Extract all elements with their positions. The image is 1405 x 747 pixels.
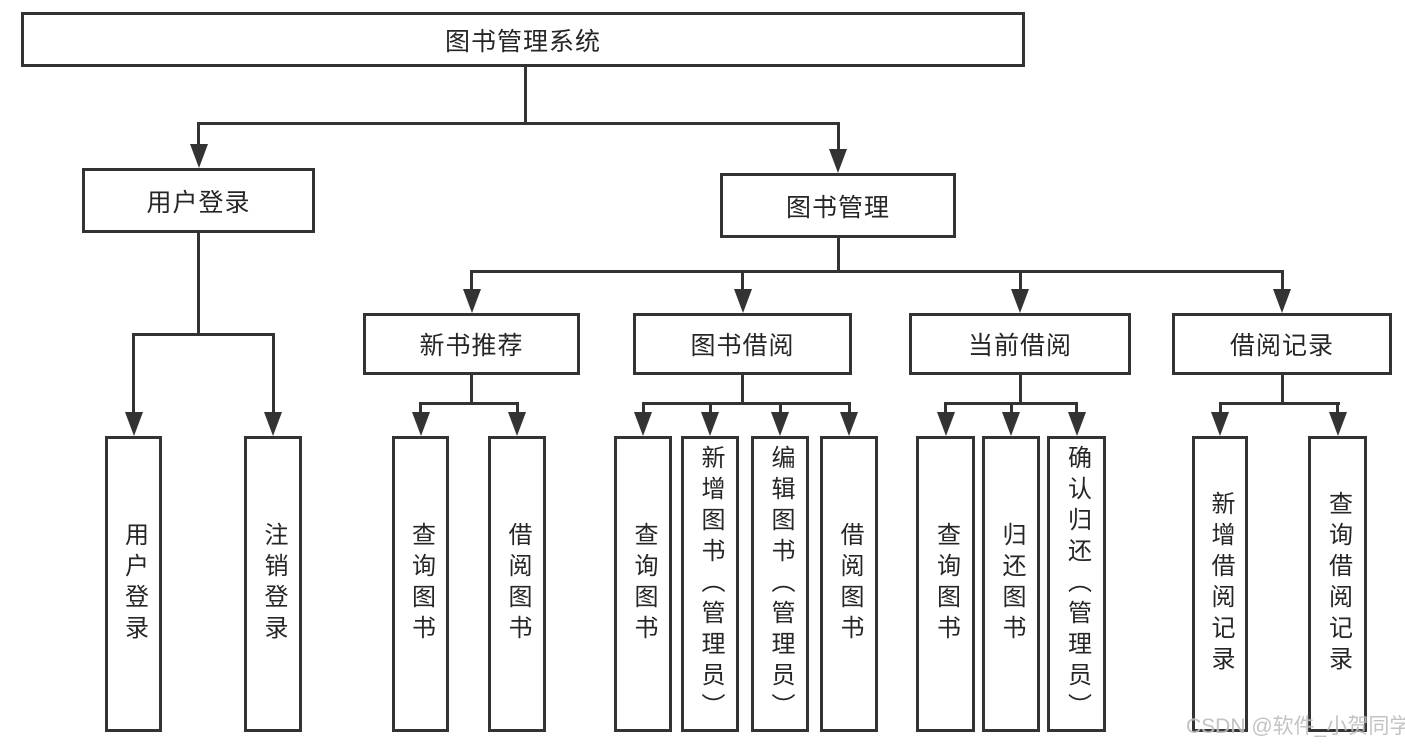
connector-line [1280,375,1284,405]
connector-line [708,402,712,414]
connector-line [1018,375,1022,405]
connector-line [1075,402,1078,414]
connector-line [1018,270,1022,291]
connector-line [419,402,519,405]
connector-line [641,402,851,405]
arrow-down-icon [264,412,282,436]
arrow-down-icon [508,412,526,436]
connector-line [778,402,782,414]
connector-line [132,333,135,414]
connector-line [1218,402,1340,405]
node-root: 图书管理系统 [21,12,1025,67]
leaf-edit-books-admin: 编辑图书（管理员） [751,436,809,732]
arrow-down-icon [1211,412,1229,436]
connector-line [1009,402,1013,414]
connector-line [470,270,1283,273]
connector-line [741,270,744,291]
connector-line [641,402,645,414]
node-user-login: 用户登录 [82,168,315,233]
leaf-return-books: 归还图书 [982,436,1040,732]
arrow-down-icon [840,412,858,436]
leaf-borrow-books: 借阅图书 [820,436,878,732]
connector-line [1218,402,1222,414]
arrow-down-icon [634,412,652,436]
node-borrow-records: 借阅记录 [1172,313,1392,375]
connector-line [1336,402,1339,414]
connector-line [741,375,744,405]
connector-line [1280,270,1284,291]
leaf-query-books-borrow: 查询图书 [614,436,672,732]
leaf-confirm-return-admin: 确认归还（管理员） [1047,436,1106,732]
arrow-down-icon [733,289,752,313]
arrow-down-icon [124,412,143,436]
leaf-add-books-admin: 新增图书（管理员） [681,436,739,732]
arrow-down-icon [411,412,430,436]
connector-line [836,238,840,273]
arrow-down-icon [1002,412,1020,436]
connector-line [197,122,200,146]
arrow-down-icon [771,412,789,436]
connector-line [470,270,473,291]
leaf-add-borrow-record: 新增借阅记录 [1192,436,1248,732]
connector-line [847,402,851,414]
csdn-watermark: CSDN @软件_小贺同学 [1186,715,1405,738]
connector-line [197,233,200,336]
arrow-down-icon [936,412,955,436]
leaf-query-books-recommend: 查询图书 [392,436,449,732]
leaf-logout: 注销登录 [244,436,302,732]
leaf-query-borrow-record: 查询借阅记录 [1308,436,1367,732]
node-new-book-recommend: 新书推荐 [363,313,580,375]
leaf-query-books-current: 查询图书 [916,436,975,732]
node-book-management: 图书管理 [720,173,956,238]
arrow-down-icon [829,149,847,173]
arrow-down-icon [1273,289,1291,313]
arrow-down-icon [462,289,481,313]
arrow-down-icon [1067,412,1086,436]
connector-line [524,67,527,125]
arrow-down-icon [1328,412,1347,436]
connector-line [197,122,839,125]
arrow-down-icon [189,144,208,168]
connector-line [470,375,473,405]
connector-line [515,402,519,414]
leaf-borrow-books-recommend: 借阅图书 [488,436,546,732]
connector-line [132,333,274,336]
node-current-borrow: 当前借阅 [909,313,1131,375]
connector-line [944,402,947,414]
connector-line [271,333,275,414]
arrow-down-icon [1011,289,1029,313]
connector-line [836,122,840,151]
connector-line [419,402,422,414]
leaf-user-login: 用户登录 [105,436,162,732]
arrow-down-icon [701,412,719,436]
node-book-borrow: 图书借阅 [633,313,852,375]
